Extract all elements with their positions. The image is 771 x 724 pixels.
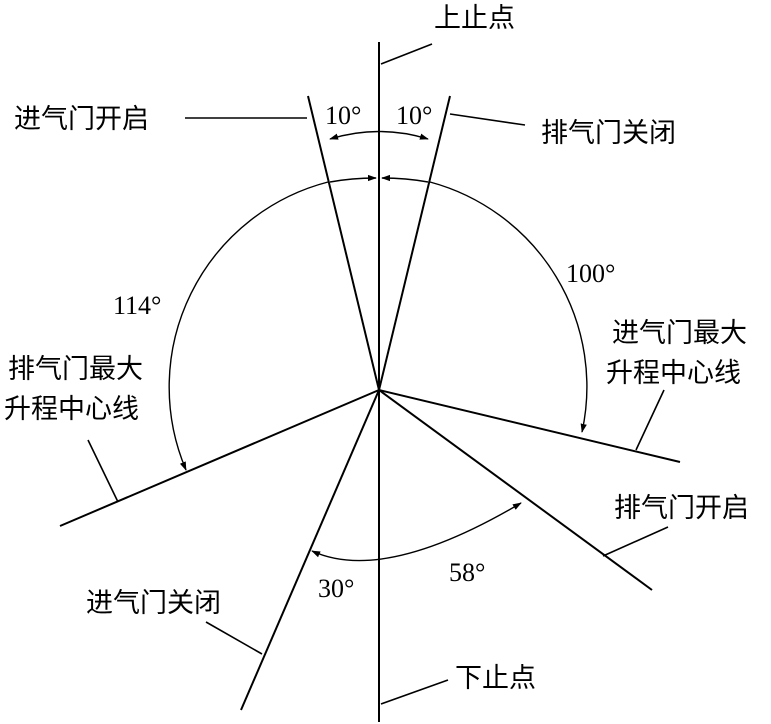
tdc-arc-right bbox=[381, 174, 429, 183]
label-bdc: 下止点 bbox=[455, 663, 536, 694]
label-tdc: 上止点 bbox=[434, 3, 515, 34]
leader-intake-close bbox=[205, 621, 263, 655]
tdc-arc-left bbox=[329, 174, 377, 183]
intake-max-lift-centerline bbox=[378, 389, 681, 463]
angle-intake-open: 10° bbox=[325, 101, 361, 130]
label-exhaust-open: 排气门开启 bbox=[614, 493, 749, 524]
angle-intake-close: 30° bbox=[318, 574, 354, 603]
exhaust-open-line bbox=[378, 389, 653, 591]
angle-intake-max-lift: 114° bbox=[113, 291, 161, 320]
leader-exhaust-open bbox=[602, 526, 669, 557]
leader-intake-max-lift bbox=[635, 389, 665, 451]
leader-exhaust-max-lift bbox=[87, 439, 119, 503]
bdc-arc bbox=[311, 502, 522, 562]
intake-max-lift-arc bbox=[168, 181, 329, 471]
leader-tdc bbox=[380, 43, 433, 65]
leader-bdc bbox=[380, 679, 449, 705]
label-intake-max-lift-1: 进气门最大 bbox=[612, 318, 747, 349]
label-exhaust-close: 排气门关闭 bbox=[541, 118, 676, 149]
tdc-small-arc bbox=[329, 130, 429, 140]
exhaust-max-lift-arc bbox=[429, 181, 588, 433]
angle-exhaust-max-lift: 100° bbox=[566, 259, 615, 288]
label-exhaust-max-lift-1: 排气门最大 bbox=[8, 354, 143, 385]
angle-exhaust-open: 58° bbox=[449, 558, 485, 587]
label-intake-max-lift-2: 升程中心线 bbox=[606, 358, 741, 389]
exhaust-close-line bbox=[378, 95, 451, 391]
intake-close-line bbox=[240, 389, 380, 711]
label-intake-open: 进气门开启 bbox=[14, 104, 149, 135]
angle-exhaust-close: 10° bbox=[396, 101, 432, 130]
intake-open-line bbox=[307, 95, 380, 391]
leader-exhaust-close bbox=[449, 113, 526, 126]
label-intake-close: 进气门关闭 bbox=[86, 588, 221, 619]
label-exhaust-max-lift-2: 升程中心线 bbox=[4, 394, 139, 425]
exhaust-max-lift-centerline bbox=[59, 389, 380, 527]
